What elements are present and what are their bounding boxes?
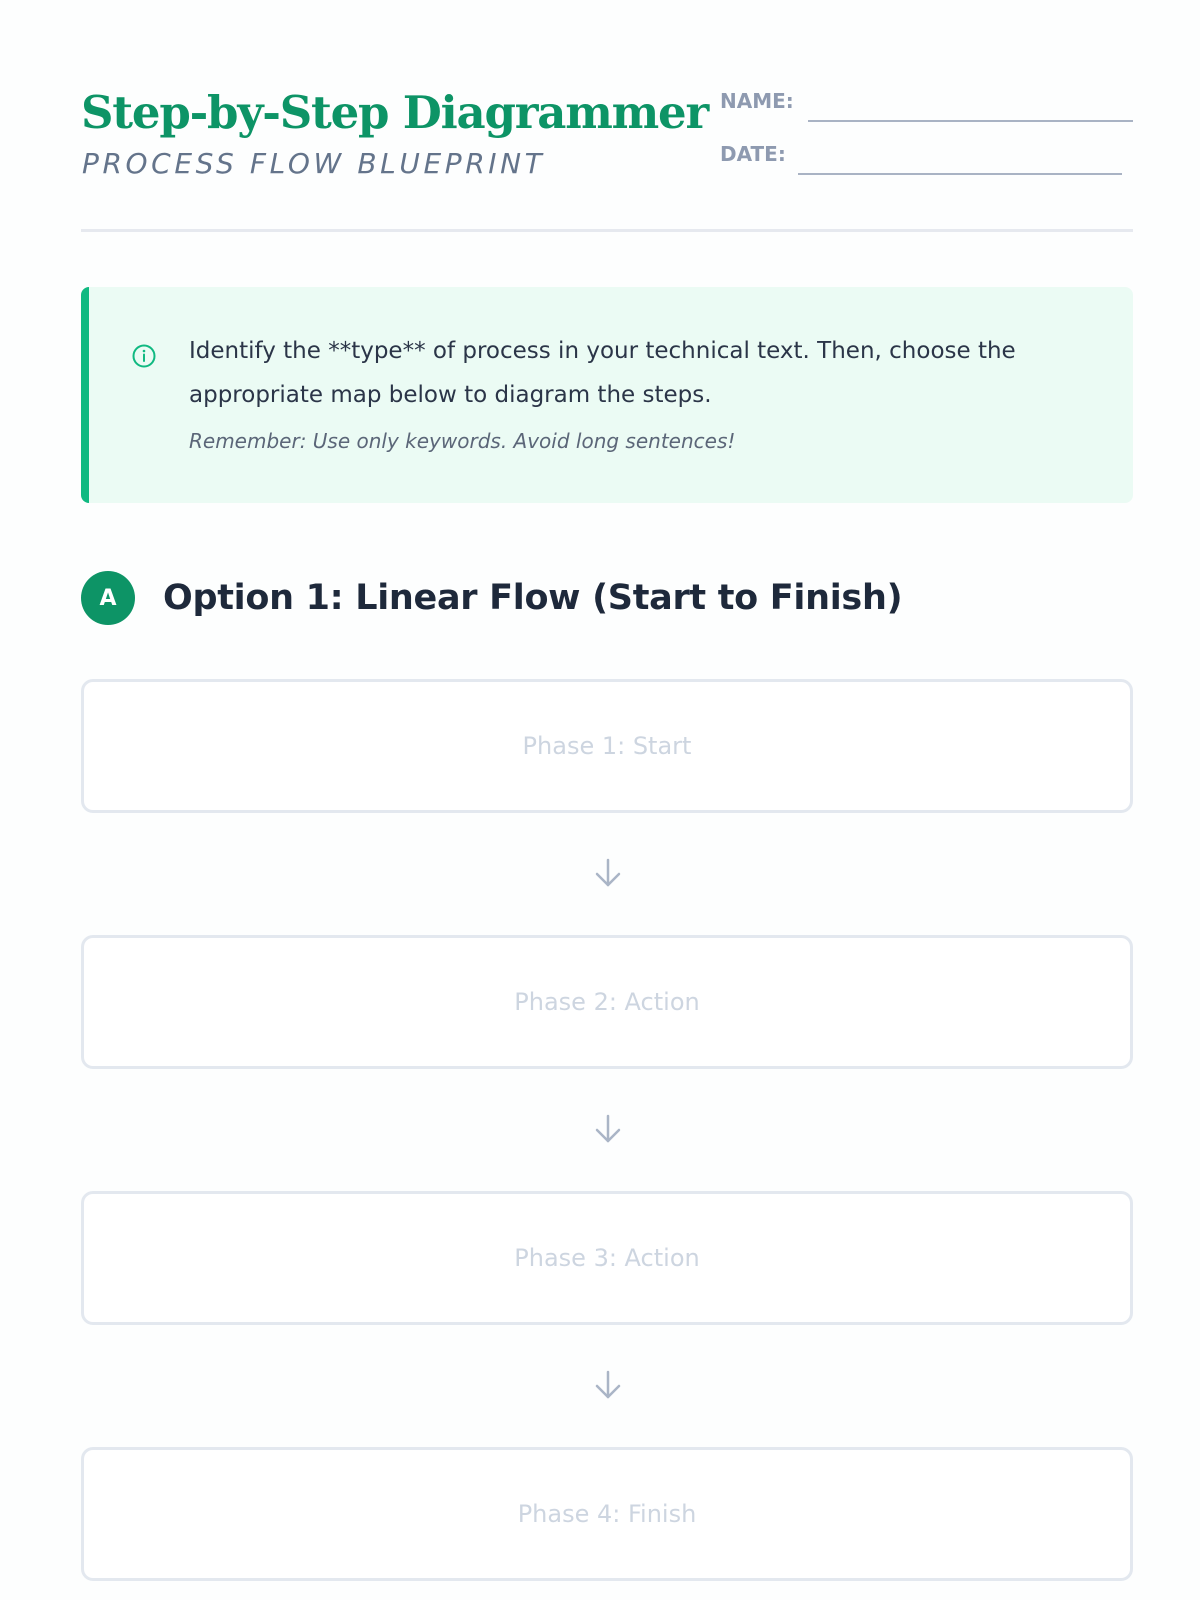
name-input-line[interactable]	[807, 120, 1133, 122]
phase-box-3[interactable]: Phase 3: Action	[81, 1191, 1133, 1325]
page-subtitle: PROCESS FLOW BLUEPRINT	[82, 147, 546, 180]
arrow-down-icon	[595, 858, 621, 887]
instructions-note: Remember: Use only keywords. Avoid long …	[189, 429, 736, 453]
section-heading: A Option 1: Linear Flow (Start to Finish…	[81, 571, 903, 625]
section-title: Option 1: Linear Flow (Start to Finish)	[163, 578, 903, 618]
phase-box-2[interactable]: Phase 2: Action	[81, 935, 1133, 1069]
name-field: NAME:	[720, 88, 1133, 122]
phase-label: Phase 3: Action	[514, 1244, 700, 1272]
info-icon	[132, 344, 156, 368]
arrow-down-icon	[595, 1114, 621, 1143]
phase-box-4[interactable]: Phase 4: Finish	[81, 1447, 1133, 1581]
name-label: NAME:	[720, 89, 794, 113]
phase-label: Phase 1: Start	[522, 732, 692, 760]
instructions-callout: Identify the **type** of process in your…	[81, 287, 1133, 503]
phase-label: Phase 2: Action	[514, 988, 700, 1016]
date-field: DATE:	[720, 141, 1122, 175]
date-input-line[interactable]	[797, 173, 1122, 175]
section-badge: A	[81, 571, 135, 625]
phase-box-1[interactable]: Phase 1: Start	[81, 679, 1133, 813]
page-title: Step-by-Step Diagrammer	[81, 86, 709, 139]
date-label: DATE:	[720, 142, 786, 166]
phase-label: Phase 4: Finish	[517, 1500, 697, 1528]
worksheet-header: Step-by-Step Diagrammer PROCESS FLOW BLU…	[81, 84, 1133, 232]
instructions-text: Identify the **type** of process in your…	[189, 338, 1016, 408]
arrow-down-icon	[595, 1370, 621, 1399]
